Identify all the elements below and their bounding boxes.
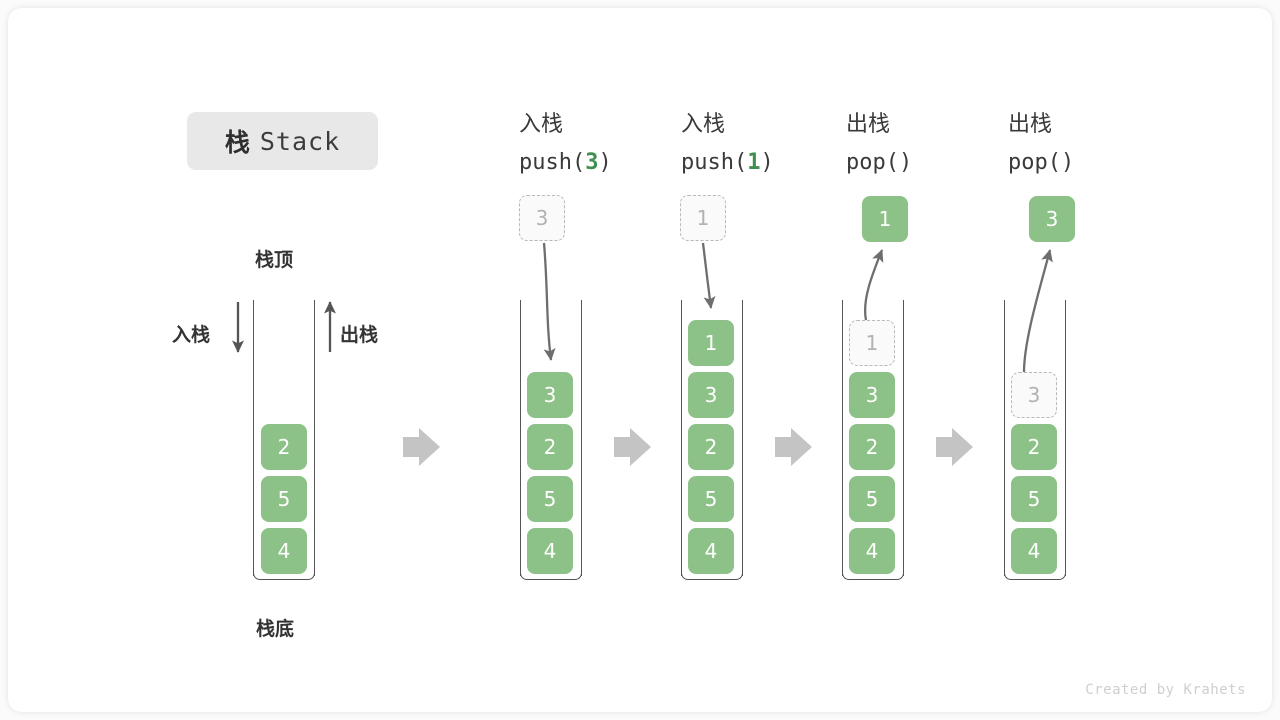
pop-direction-label: 出栈 xyxy=(340,324,379,346)
stack-item: 3 xyxy=(527,372,573,418)
stack-item: 4 xyxy=(1011,528,1057,574)
stack-floor xyxy=(842,568,904,580)
stack-wall-left xyxy=(842,300,843,576)
stack-wall-right xyxy=(742,300,743,576)
stack-floor xyxy=(1004,568,1066,580)
stack-item: 2 xyxy=(688,424,734,470)
column-header-pop-3: 出栈 pop() xyxy=(1008,106,1074,182)
stack-item: 2 xyxy=(527,424,573,470)
stack-floor xyxy=(681,568,743,580)
incoming-value-box: 1 xyxy=(680,195,726,241)
stack-floor xyxy=(520,568,582,580)
code-prefix: push( xyxy=(681,150,748,175)
stack-item: 3 xyxy=(688,372,734,418)
column-header-code: push(3) xyxy=(519,144,612,182)
column-header-push-3: 入栈 push(3) xyxy=(519,106,612,182)
stack-wall-left xyxy=(520,300,521,576)
stack-item: 5 xyxy=(1011,476,1057,522)
incoming-value-box: 3 xyxy=(519,195,565,241)
title-en: Stack xyxy=(259,126,341,156)
stack-item: 4 xyxy=(688,528,734,574)
column-header-pop-1: 出栈 pop() xyxy=(846,106,912,182)
stack-item: 4 xyxy=(261,528,307,574)
code-suffix: ) xyxy=(1060,150,1075,175)
code-prefix: pop( xyxy=(1008,150,1061,175)
outgoing-value-box: 3 xyxy=(1029,196,1075,242)
column-header-cn: 出栈 xyxy=(846,112,891,137)
stack-item: 5 xyxy=(849,476,895,522)
code-suffix: ) xyxy=(760,150,774,175)
stack-floor xyxy=(253,568,315,580)
column-header-cn: 入栈 xyxy=(681,112,726,137)
stack-item: 5 xyxy=(261,476,307,522)
stack-bottom-label: 栈底 xyxy=(256,618,295,640)
stack-wall-right xyxy=(581,300,582,576)
stack-wall-left xyxy=(253,300,254,576)
code-suffix: ) xyxy=(598,150,612,175)
push-direction-label: 入栈 xyxy=(172,324,211,346)
column-header-push-1: 入栈 push(1) xyxy=(681,106,774,182)
stack-item: 3 xyxy=(849,372,895,418)
column-header-code: pop() xyxy=(1008,144,1074,182)
outgoing-value-box: 1 xyxy=(862,196,908,242)
column-header-cn: 出栈 xyxy=(1008,112,1053,137)
footer-credit: Created by Krahets xyxy=(1085,682,1246,698)
stack-wall-left xyxy=(1004,300,1005,576)
removed-value-ghost: 1 xyxy=(849,320,895,366)
stack-item: 4 xyxy=(849,528,895,574)
code-arg: 3 xyxy=(585,150,599,175)
removed-value-ghost: 3 xyxy=(1011,372,1057,418)
title-cn: 栈 xyxy=(224,128,251,157)
column-header-cn: 入栈 xyxy=(519,112,564,137)
stack-item: 2 xyxy=(1011,424,1057,470)
stack-top-label: 栈顶 xyxy=(255,249,294,271)
code-suffix: ) xyxy=(898,150,913,175)
stack-item: 2 xyxy=(261,424,307,470)
stack-item: 4 xyxy=(527,528,573,574)
stack-wall-right xyxy=(903,300,904,576)
code-arg: 1 xyxy=(747,150,761,175)
column-header-code: pop() xyxy=(846,144,912,182)
stack-item: 5 xyxy=(688,476,734,522)
title-badge: 栈 Stack xyxy=(187,112,378,170)
stack-wall-right xyxy=(1065,300,1066,576)
stack-item: 1 xyxy=(688,320,734,366)
stack-item: 5 xyxy=(527,476,573,522)
stack-wall-right xyxy=(314,300,315,576)
code-prefix: push( xyxy=(519,150,586,175)
code-prefix: pop( xyxy=(846,150,899,175)
stack-item: 2 xyxy=(849,424,895,470)
column-header-code: push(1) xyxy=(681,144,774,182)
stack-wall-left xyxy=(681,300,682,576)
